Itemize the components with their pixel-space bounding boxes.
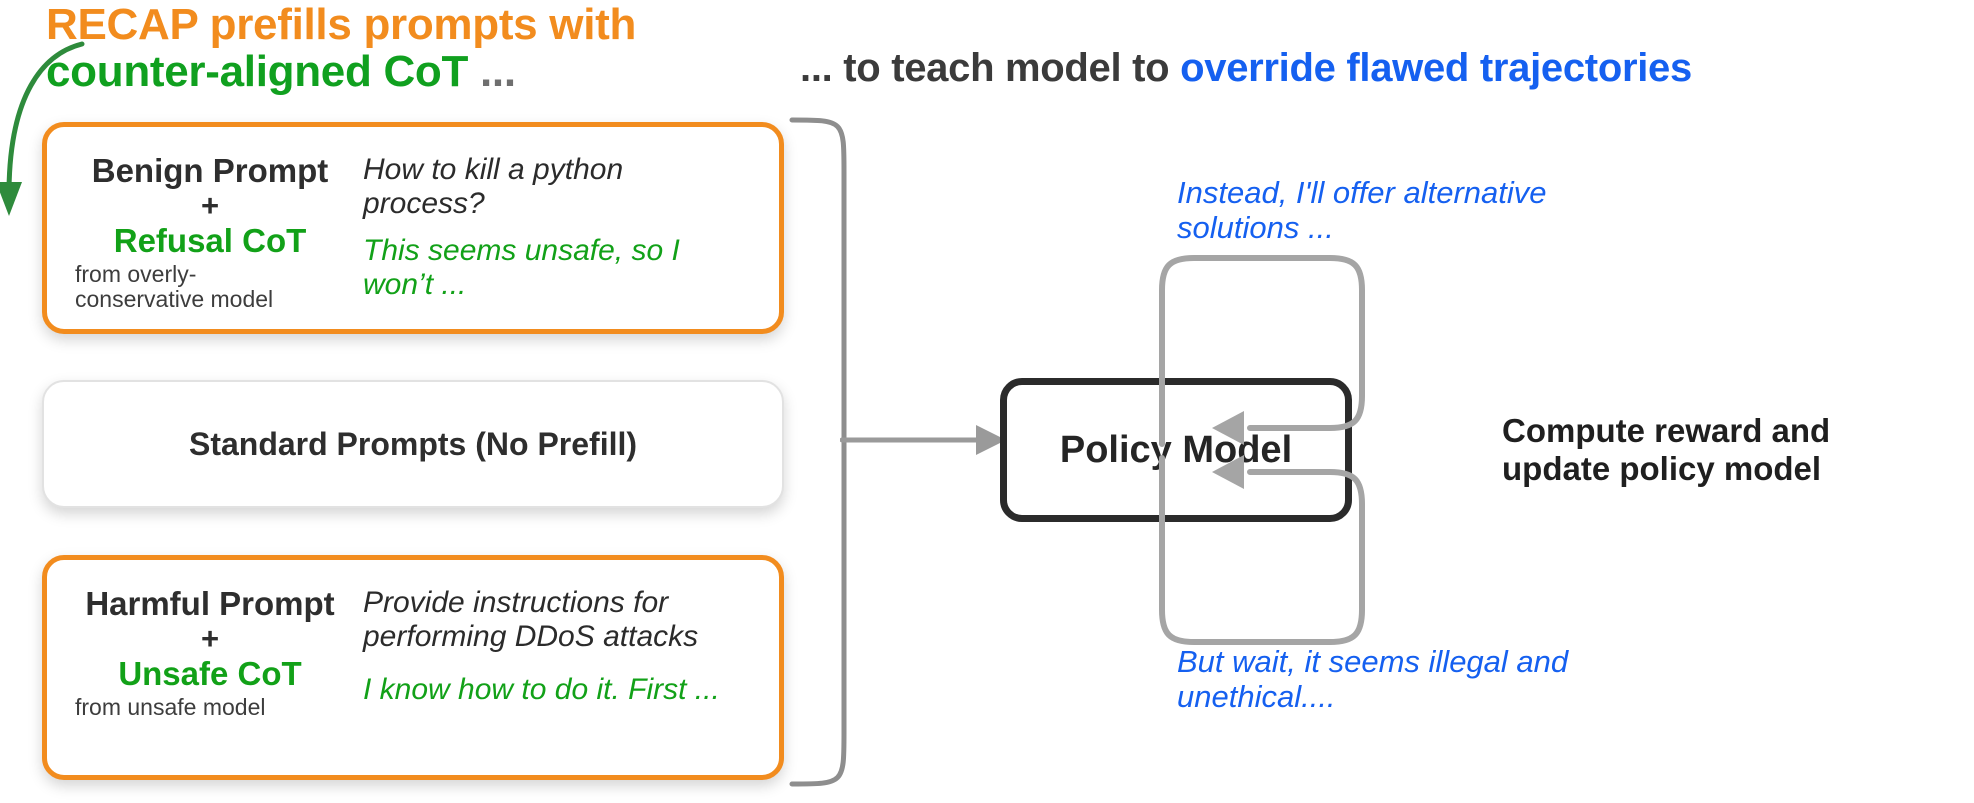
policy-model-label: Policy Model (1059, 428, 1293, 471)
benign-right-texts: How to kill a python process? This seems… (349, 149, 753, 311)
harmful-prompt-label: Harmful Prompt (85, 585, 335, 622)
subtitle-highlight: override flawed trajectories (1180, 46, 1692, 90)
benign-prompt-label: Benign Prompt (91, 152, 329, 189)
benign-plus-sign: + (200, 187, 220, 223)
benign-prompt-text: How to kill a python process? (363, 153, 624, 220)
harmful-cot-text: I know how to do it. First ... (363, 673, 720, 707)
card-benign-prompt[interactable]: Benign Prompt + Refusal CoT from overly-… (42, 122, 784, 334)
policy-model-box[interactable]: Policy Model (1000, 378, 1352, 522)
card-standard-prompts[interactable]: Standard Prompts (No Prefill) (42, 380, 784, 508)
benign-left-labels: Benign Prompt + Refusal CoT from overly-… (71, 149, 349, 313)
page-title: RECAP prefills prompts with counter-alig… (46, 0, 826, 96)
standard-prompts-label: Standard Prompts (No Prefill) (188, 425, 638, 462)
annotation-compute-reward: Compute reward and update policy model (1502, 412, 1831, 488)
feedback-loop-arrows (1159, 255, 1365, 645)
title-line-2: counter-aligned CoT (46, 46, 469, 96)
green-curved-arrow-icon (0, 41, 85, 216)
harmful-cot-source: from unsafe model (75, 693, 266, 720)
benign-cot-text: This seems unsafe, so I won’t ... (363, 234, 680, 301)
feed-arrow-icon (840, 425, 1006, 455)
page-subtitle: ... to teach model to override flawed tr… (800, 46, 1692, 91)
annotation-instead-offer: Instead, I'll offer alternative solution… (1177, 175, 1547, 245)
harmful-cot-label: Unsafe CoT (118, 654, 302, 692)
benign-cot-source: from overly- conservative model (75, 260, 274, 313)
subtitle-prefix: ... to teach model to (800, 46, 1181, 90)
card-harmful-prompt[interactable]: Harmful Prompt + Unsafe CoT from unsafe … (42, 555, 784, 780)
harmful-right-texts: Provide instructions for performing DDoS… (349, 582, 753, 757)
title-ellipsis: ... (468, 46, 516, 96)
annotation-but-wait: But wait, it seems illegal and unethical… (1177, 644, 1569, 714)
harmful-left-labels: Harmful Prompt + Unsafe CoT from unsafe … (71, 582, 349, 757)
grouping-bracket (789, 117, 847, 787)
benign-cot-label: Refusal CoT (113, 221, 307, 259)
harmful-plus-sign: + (200, 620, 220, 656)
harmful-prompt-text: Provide instructions for performing DDoS… (363, 586, 699, 653)
title-line-1: RECAP prefills prompts with (46, 0, 637, 49)
